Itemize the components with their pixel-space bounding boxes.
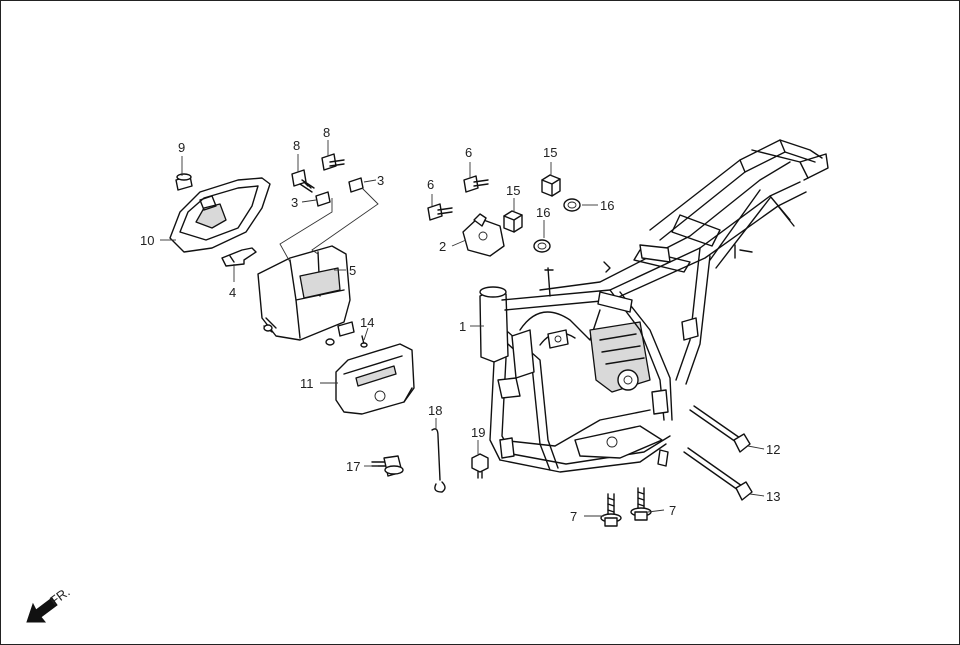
callout-7: 7 xyxy=(669,503,676,518)
part-14-screw xyxy=(360,335,368,348)
part-8-bolt-a xyxy=(291,169,315,193)
callout-13: 13 xyxy=(766,489,780,504)
callout-2: 2 xyxy=(439,239,446,254)
part-5-tool-box xyxy=(257,245,355,346)
callout-3: 3 xyxy=(377,173,384,188)
callout-7: 7 xyxy=(570,509,577,524)
part-10-side-cover xyxy=(169,177,271,253)
callout-17: 17 xyxy=(346,459,360,474)
callout-1: 1 xyxy=(459,319,466,334)
callout-8: 8 xyxy=(323,125,330,140)
callout-6: 6 xyxy=(465,145,472,160)
callout-11: 11 xyxy=(300,376,314,391)
callout-16: 16 xyxy=(600,198,614,213)
callout-14: 14 xyxy=(360,315,374,330)
part-16-washer-b xyxy=(533,239,551,253)
part-16-washer-a xyxy=(563,198,581,212)
part-11-side-cover xyxy=(335,343,415,415)
part-3-collar-a xyxy=(315,191,331,207)
callout-9: 9 xyxy=(178,140,185,155)
callout-12: 12 xyxy=(766,442,780,457)
part-3-collar-b xyxy=(348,177,364,193)
part-15-nut-a xyxy=(541,174,561,197)
callout-3: 3 xyxy=(291,195,298,210)
front-direction-indicator: FR. xyxy=(26,584,73,623)
part-2-bracket-plate xyxy=(462,213,505,257)
callout-labels: 1 2 3 3 4 5 6 6 7 7 8 8 9 10 11 12 13 14… xyxy=(140,125,780,524)
part-9-grommet xyxy=(175,173,193,191)
callout-15: 15 xyxy=(543,145,557,160)
callout-18: 18 xyxy=(428,403,442,418)
callout-16: 16 xyxy=(536,205,550,220)
callout-15: 15 xyxy=(506,183,520,198)
part-19-nut xyxy=(471,453,489,479)
part-18-spring-rod xyxy=(431,428,446,493)
part-17-bolt xyxy=(371,455,404,477)
callout-6: 6 xyxy=(427,177,434,192)
callout-4: 4 xyxy=(229,285,236,300)
callout-5: 5 xyxy=(349,263,356,278)
part-7-bolt-a xyxy=(600,493,622,527)
callout-8: 8 xyxy=(293,138,300,153)
part-8-bolt-b xyxy=(321,153,345,171)
part-12-long-bolt xyxy=(689,405,751,453)
part-7-bolt-b xyxy=(630,487,652,521)
callout-19: 19 xyxy=(471,425,485,440)
part-4-clip xyxy=(221,247,257,267)
leader-lines xyxy=(160,140,765,517)
front-arrow-icon xyxy=(26,597,58,623)
part-6-bolt-a xyxy=(463,175,489,193)
part-13-long-bolt xyxy=(683,447,753,501)
part-15-nut-b xyxy=(503,210,523,233)
callout-10: 10 xyxy=(140,233,154,248)
part-6-bolt-b xyxy=(427,203,453,221)
frame-assembly xyxy=(479,139,829,473)
